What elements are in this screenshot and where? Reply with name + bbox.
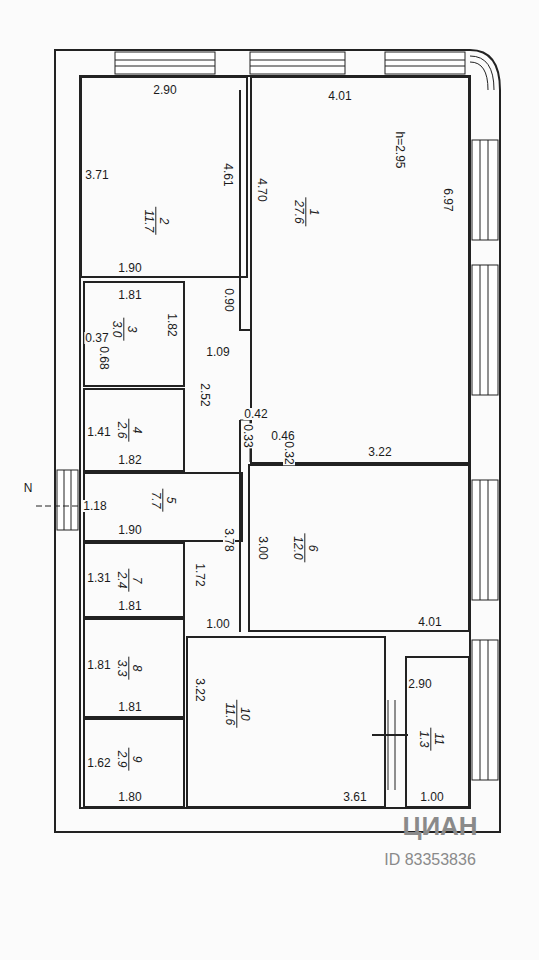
dimension: 0.68 [98,345,110,370]
dimension: 1.18 [82,500,107,512]
dimension: 4.70 [256,177,268,202]
room-area: 12.0 [290,533,304,562]
room-number: 9 [129,747,144,770]
dimension: 0.90 [223,287,235,312]
room-label: 612.0 [290,533,319,562]
section-mark: N [23,482,34,494]
dimension: 1.41 [86,426,111,438]
room-number: 7 [129,569,144,592]
dimension: 1.82 [117,454,142,466]
room-label: 211.7 [142,206,171,234]
room-number: 1 [306,198,321,227]
room-outline: 127.6 [250,76,470,464]
dimension: 3.61 [342,791,367,803]
dimension: 3.22 [367,446,392,458]
dimension: 1.00 [419,791,444,803]
dimension: 4.01 [417,616,442,628]
dimension: 1.90 [117,524,142,536]
room-area: 2.6 [115,419,129,442]
dimension: 1.81 [117,289,142,301]
dimension: 1.81 [117,701,142,713]
dimension: 1.62 [86,757,111,769]
room-label: 127.6 [292,198,321,227]
dimension: 1.81 [86,659,111,671]
dimension: 0.32 [283,440,295,465]
dimension: 2.90 [407,678,432,690]
room-number: 4 [129,419,144,442]
dimension: 1.82 [166,312,178,337]
dimension: 1.09 [205,346,230,358]
room-area: 2.4 [115,569,129,592]
room-number: 5 [163,489,178,512]
room-label: 72.4 [115,569,144,592]
dimension: 0.33 [242,423,254,448]
room-number: 6 [304,533,319,562]
dimension: 1.72 [194,562,206,587]
room-area: 3.0 [110,318,124,341]
room-label: 33.0 [110,318,139,341]
dimension: h=2.95 [394,130,406,169]
dimension: 2.52 [199,382,211,407]
dimension: 1.31 [86,572,111,584]
dimension: 1.81 [117,600,142,612]
room-label: 111.3 [417,728,446,751]
dimension: 1.80 [117,791,142,803]
dimension: 4.61 [222,162,234,187]
room-area: 3.3 [115,657,129,680]
room-number: 11 [431,728,446,751]
dimension: 1.00 [205,618,230,630]
room-label: 57.7 [149,489,178,512]
room-area: 11.6 [223,699,237,727]
dimension: 6.97 [442,187,454,212]
room-number: 10 [237,699,252,727]
dimension: 2.90 [152,84,177,96]
room-label: 92.9 [115,747,144,770]
room-area: 27.6 [292,198,306,227]
dimension: 3.78 [223,527,235,552]
room-label: 42.6 [115,419,144,442]
room-number: 8 [129,657,144,680]
room-area: 1.3 [417,728,431,751]
watermark: ID 83353836 [383,852,477,868]
room-number: 3 [124,318,139,341]
room-outline: 612.0 [248,464,470,632]
dimension: 3.00 [257,535,269,560]
room-number: 2 [155,206,170,234]
dimension: 4.01 [327,90,352,102]
room-area: 11.7 [142,206,156,234]
room-label: 83.3 [115,657,144,680]
room-area: 2.9 [115,747,129,770]
dimension: 3.22 [194,677,206,702]
dimension: 3.71 [84,169,109,181]
dimension: 0.37 [84,332,109,344]
room-label: 1011.6 [223,699,252,727]
room-area: 7.7 [149,489,163,512]
dimension: 0.42 [243,408,268,420]
room-outline: 1011.6 [186,636,386,808]
dimension: 1.90 [117,262,142,274]
watermark: ЦИАН [401,813,478,839]
